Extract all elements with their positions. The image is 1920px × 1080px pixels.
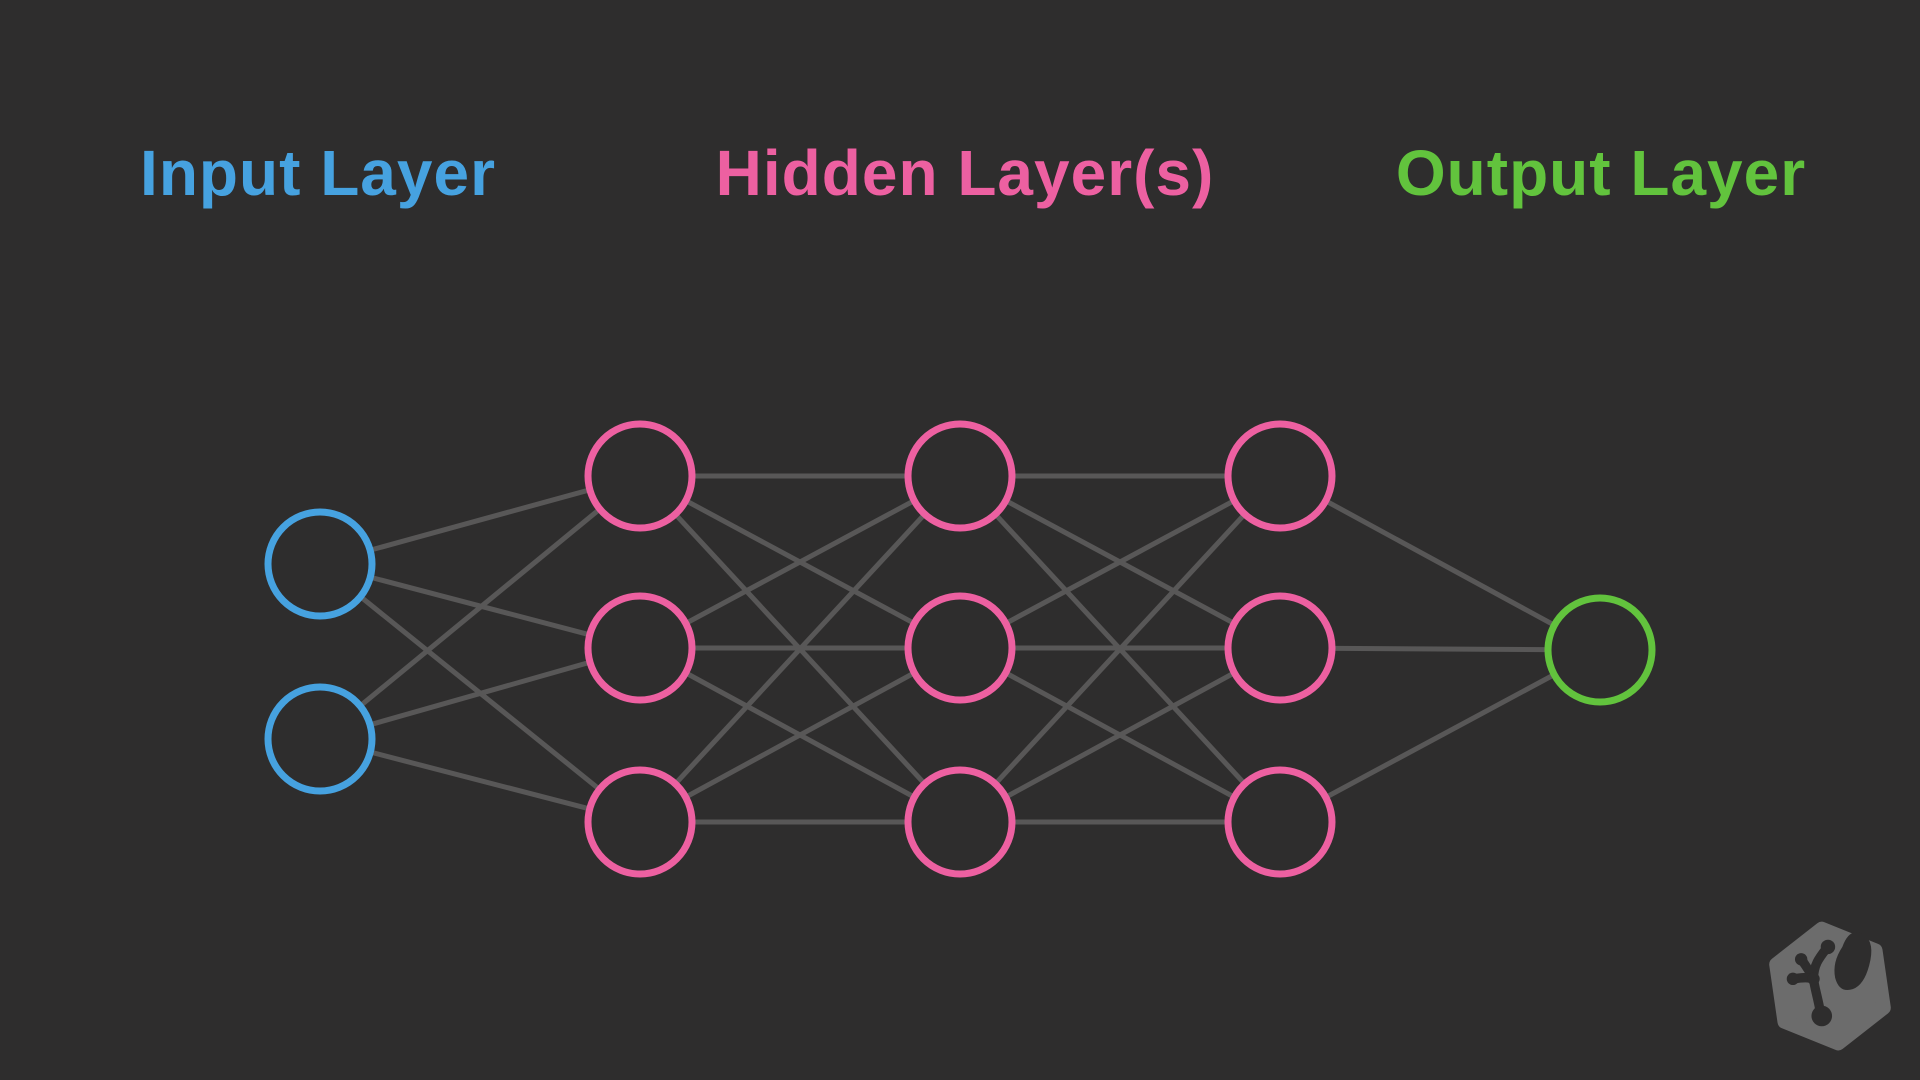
- edge-hidden-1-3-to-hidden-2-1: [638, 474, 962, 824]
- logo-cutout-blob: [1834, 932, 1872, 991]
- node-hidden-1-3: [584, 766, 696, 878]
- frog-foot-logo: [1769, 921, 1891, 1051]
- node-input-2: [264, 683, 376, 795]
- edge-hidden-2-2-to-hidden-3-1: [958, 473, 1282, 651]
- node-hidden-1-2: [584, 592, 696, 704]
- edge-hidden-3-1-to-output-1: [1278, 473, 1602, 653]
- edge-hidden-2-3-to-hidden-3-1: [958, 474, 1282, 824]
- logo-cutout-toes: [1786, 939, 1836, 1027]
- node-hidden-3-1: [1224, 420, 1336, 532]
- edge-input-2-to-hidden-1-1: [318, 474, 642, 741]
- node-hidden-2-1: [904, 420, 1016, 532]
- node-hidden-3-3: [1224, 766, 1336, 878]
- node-hidden-2-2: [904, 592, 1016, 704]
- input-layer-label: Input Layer: [140, 137, 496, 209]
- edge-hidden-2-3-to-hidden-3-2: [958, 645, 1282, 825]
- node-hidden-3-2: [1224, 592, 1336, 704]
- edge-hidden-3-3-to-output-1: [1278, 647, 1602, 825]
- nodes-group: [264, 420, 1656, 878]
- hidden-layer-label: Hidden Layer(s): [715, 137, 1215, 209]
- node-output-1: [1544, 594, 1656, 706]
- edge-hidden-1-3-to-hidden-2-2: [638, 645, 962, 825]
- node-input-1: [264, 508, 376, 620]
- output-layer-label: Output Layer: [1395, 137, 1807, 209]
- edge-hidden-1-2-to-hidden-2-1: [638, 473, 962, 651]
- node-hidden-1-1: [584, 420, 696, 532]
- node-hidden-2-3: [904, 766, 1016, 878]
